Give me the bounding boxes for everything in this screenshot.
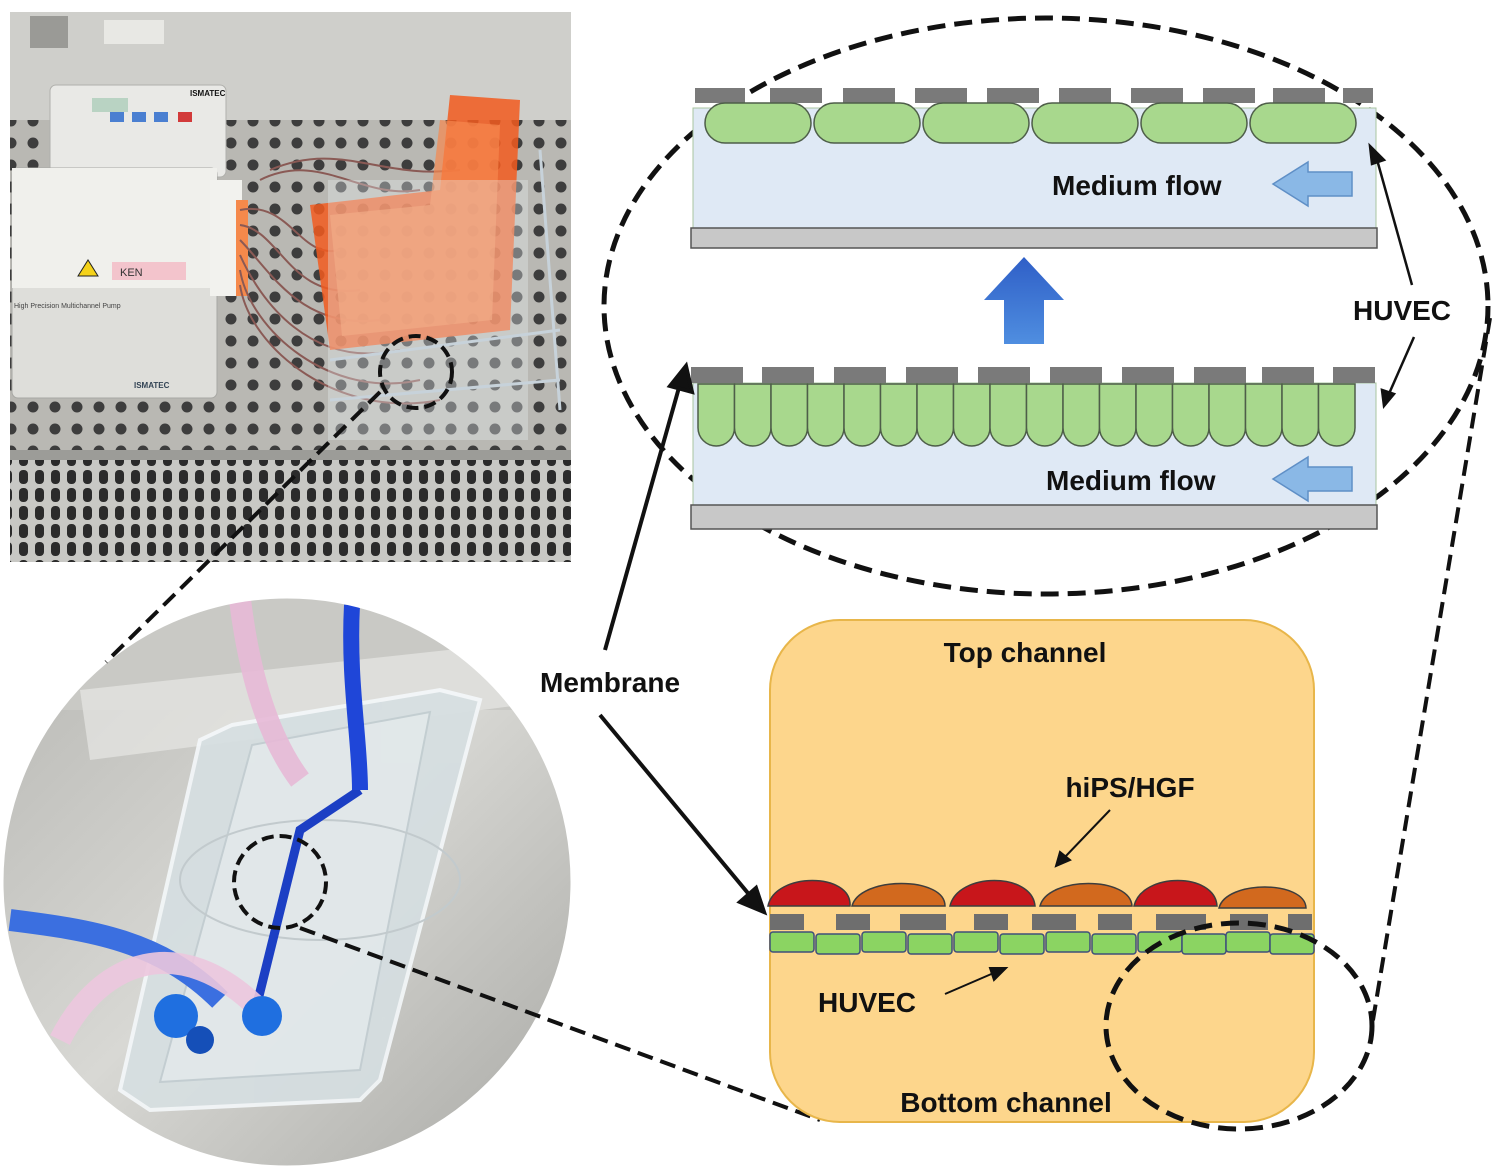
huvec-columnar-cell <box>1062 383 1101 447</box>
hood-zoom-circle <box>378 334 454 410</box>
huvec-flat-cell-1 <box>704 102 812 144</box>
pink-tube-top <box>229 598 309 787</box>
flow-panel-bottom: Medium flow <box>690 367 1378 530</box>
huvec-columnar-cell <box>1135 383 1174 447</box>
membrane-pores-bottom <box>691 367 1375 383</box>
medium-flow-label-top: Medium flow <box>1052 170 1222 201</box>
huvec-columnar-cell <box>770 383 809 447</box>
huvec-label-zoom: HUVEC <box>1353 295 1451 326</box>
chip-photo <box>2 597 572 1167</box>
chip-cross-section: Top channel hiPS/HGF <box>767 619 1375 1132</box>
pink-tube-left <box>50 951 268 1046</box>
membrane-label: Membrane <box>540 667 680 698</box>
cross-section-zoom-circle <box>1103 920 1375 1132</box>
huvec-cell <box>861 931 907 953</box>
hips-cell-2 <box>949 879 1036 907</box>
pump-tag: KEN <box>120 267 143 279</box>
hips-cell-1 <box>767 879 851 907</box>
small-pump: ISMATEC <box>49 84 227 178</box>
huvec-columnar-cell <box>1208 383 1247 447</box>
huvec-columnar-cell <box>989 383 1028 447</box>
connector-left <box>154 994 198 1038</box>
huvec-flat-cell-5 <box>1140 102 1248 144</box>
hips-hgf-label: hiPS/HGF <box>1065 772 1194 803</box>
chip-zoom-circle <box>232 834 328 930</box>
connector-right <box>242 996 282 1036</box>
medium-flow-label-bottom: Medium flow <box>1046 465 1216 496</box>
zoom-ellipse-detail: Medium flow Medium flow <box>601 15 1491 597</box>
huvec-flat-cell-6 <box>1249 102 1357 144</box>
pump-model: High Precision Multichannel Pump <box>14 303 121 310</box>
huvec-cell <box>907 933 953 955</box>
hgf-cell-1 <box>851 882 946 907</box>
membrane-pores-top <box>695 88 1373 103</box>
huvec-cell <box>1225 931 1271 953</box>
large-pump-brand: ISMATEC <box>134 381 170 390</box>
huvec-columnar-cell <box>733 383 772 447</box>
left-arrow-icon <box>1271 160 1353 208</box>
huvec-columnar-cell <box>806 383 845 447</box>
huvec-columnar-cell <box>879 383 918 447</box>
orange-rack <box>310 95 562 440</box>
huvec-columnar-cell <box>697 383 736 447</box>
huvec-cells-chip <box>769 931 1315 955</box>
huvec-cell <box>1091 933 1137 955</box>
left-arrow-icon <box>1271 455 1353 503</box>
huvec-columnar-cell <box>843 383 882 447</box>
huvec-flat-cell-4 <box>1031 102 1139 144</box>
huvec-cell <box>815 933 861 955</box>
huvec-flat-cell-3 <box>922 102 1030 144</box>
huvec-cell <box>769 931 815 953</box>
large-pump: KEN High Precision Multichannel Pump ISM… <box>11 167 248 399</box>
hips-hgf-cells <box>767 879 1307 909</box>
chip-channel <box>253 786 363 1002</box>
huvec-cell <box>1181 933 1227 955</box>
hgf-cell-2 <box>1039 882 1133 907</box>
zoom-connectors <box>104 317 1492 1122</box>
huvec-flat-cell-2 <box>813 102 921 144</box>
up-arrow-icon <box>984 257 1064 344</box>
flow-panel-top: Medium flow <box>690 88 1378 249</box>
hips-pointer <box>1054 809 1111 868</box>
huvec-columnar-cell <box>1317 383 1356 447</box>
hips-cell-3 <box>1133 879 1218 907</box>
huvec-columnar-cell <box>1244 383 1283 447</box>
channel-box <box>769 619 1315 1123</box>
huvec-chip-pointer <box>944 967 1009 995</box>
huvec-columnar-cell <box>952 383 991 447</box>
lab-hood-photo: ISMATEC KEN High Precision Multichannel … <box>10 12 571 562</box>
huvec-cell <box>953 931 999 953</box>
top-channel-label: Top channel <box>944 637 1107 668</box>
hgf-cell-3 <box>1218 886 1307 909</box>
huvec-cell <box>999 933 1045 955</box>
huvec-columnar-cell <box>1025 383 1064 447</box>
huvec-cell <box>1269 933 1315 955</box>
small-pump-brand: ISMATEC <box>190 89 226 98</box>
huvec-columnar-cell <box>1098 383 1137 447</box>
huvec-flat-cells <box>704 102 1357 144</box>
huvec-columnar-cells <box>697 383 1356 447</box>
huvec-columnar-cell <box>916 383 955 447</box>
bottom-channel-label: Bottom channel <box>900 1087 1112 1118</box>
membrane-pores-chip <box>770 914 1312 930</box>
huvec-label-chip: HUVEC <box>818 987 916 1018</box>
membrane-pointer-arrows <box>598 361 768 916</box>
tubing-bundle <box>239 157 461 405</box>
huvec-columnar-cell <box>1171 383 1210 447</box>
huvec-pointer-arrows <box>1368 142 1416 410</box>
huvec-columnar-cell <box>1281 383 1320 447</box>
blue-tube-top <box>343 604 368 791</box>
huvec-cell <box>1045 931 1091 953</box>
